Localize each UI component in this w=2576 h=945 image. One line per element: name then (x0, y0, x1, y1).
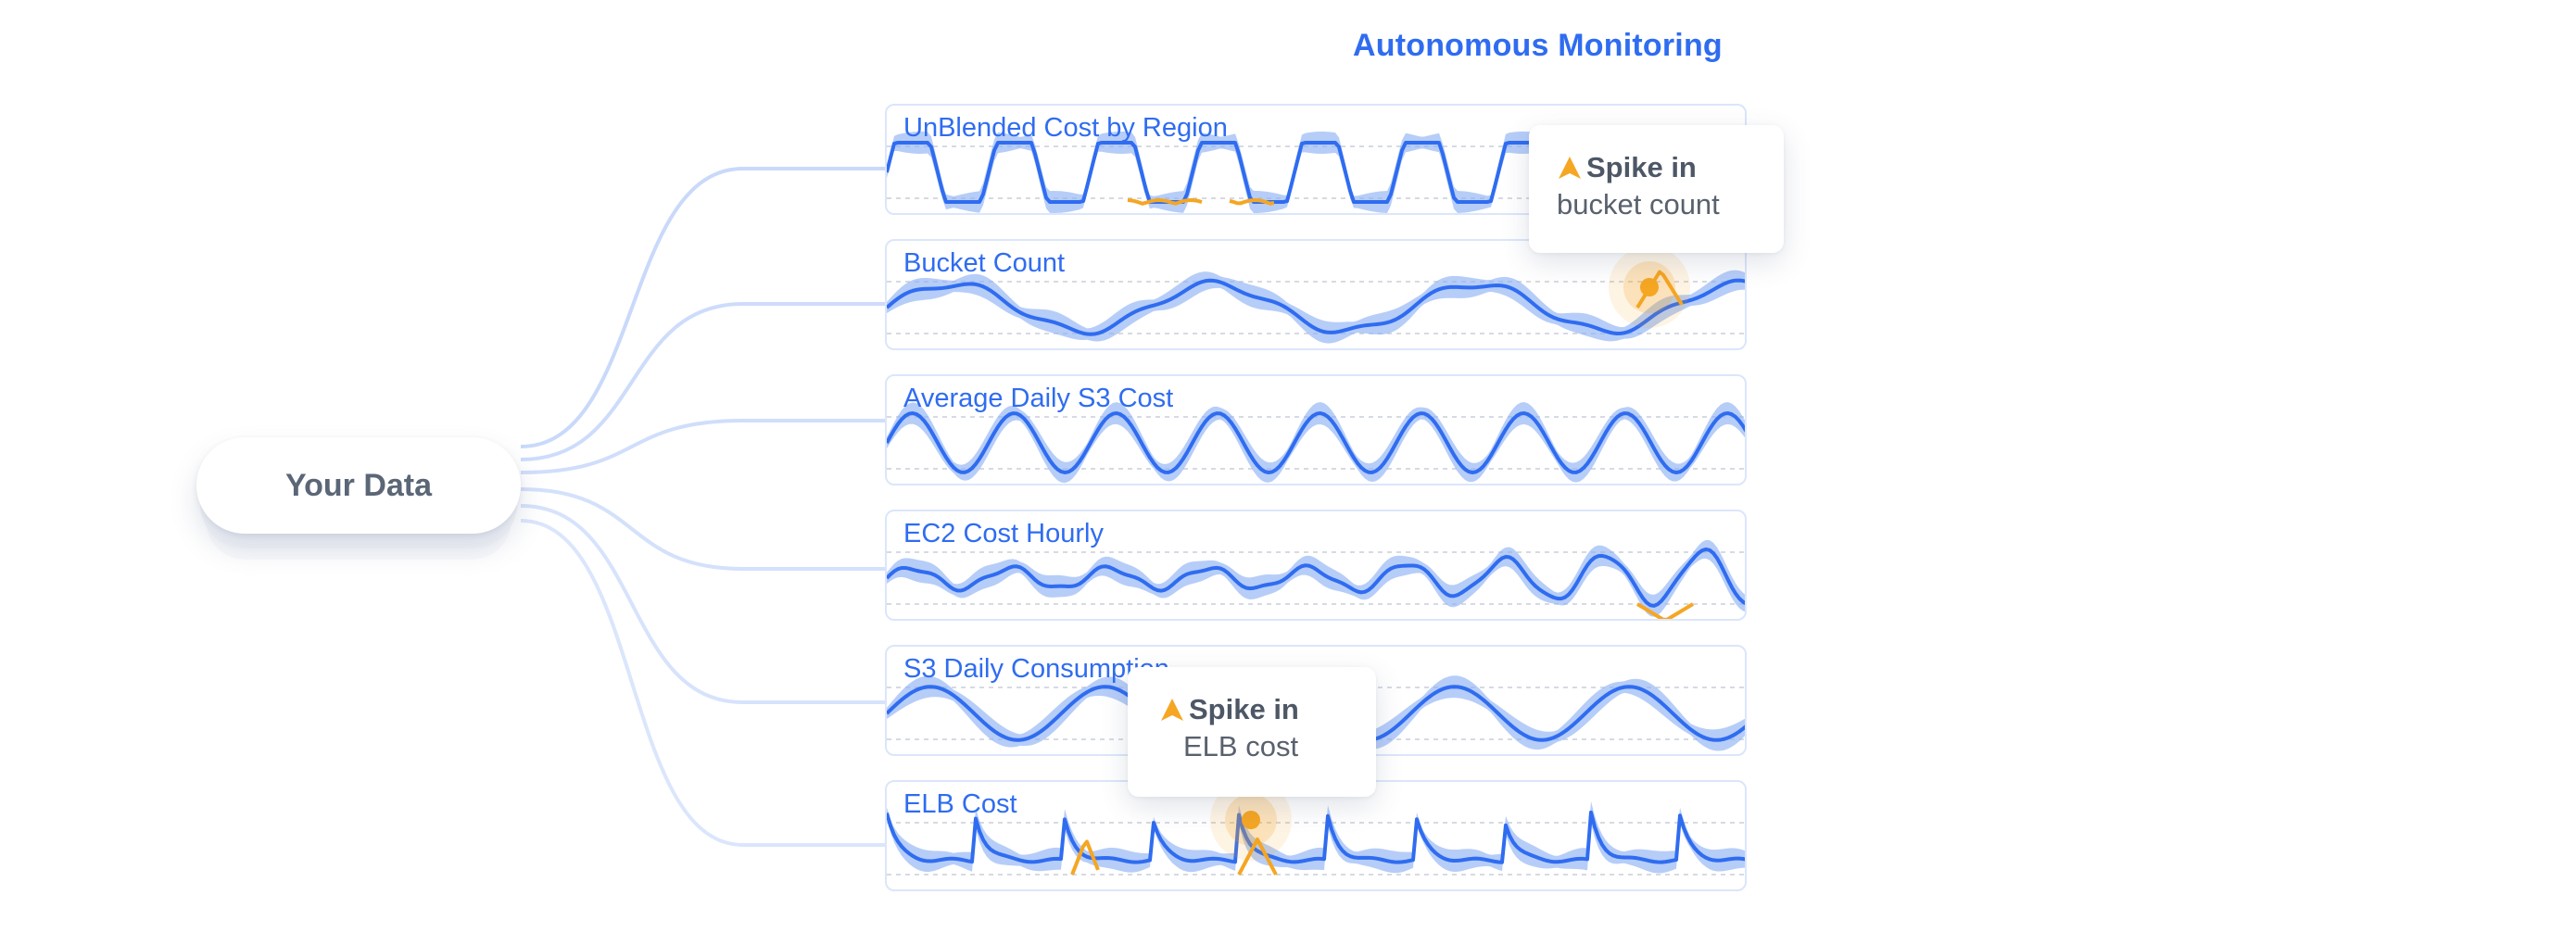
anomaly-line (1127, 198, 1203, 206)
panel-title: S3 Daily Consumption (903, 654, 1169, 684)
callout-title: Spike in (1189, 693, 1299, 725)
connector-line (520, 519, 885, 847)
series-line (887, 278, 1745, 336)
callout-title: Spike in (1586, 151, 1697, 183)
callout-detail: ELB cost (1183, 730, 1299, 762)
expected-range-band (887, 270, 1745, 344)
metric-panel-average-daily-s3: Average Daily S3 Cost (885, 374, 1747, 485)
panel-title: UnBlended Cost by Region (903, 113, 1228, 143)
connector-line (520, 167, 885, 448)
connector-line (520, 487, 885, 571)
anomaly-marker (1210, 779, 1292, 861)
anomaly-callout-elb-cost: Spike in ELB cost (1128, 667, 1376, 797)
metric-panel-elb-cost: ELB Cost (885, 780, 1747, 891)
panel-title: ELB Cost (903, 789, 1017, 819)
panel-chart (887, 800, 1745, 876)
panel-title: EC2 Cost Hourly (903, 519, 1104, 548)
data-source-node: Your Data (196, 437, 521, 534)
series-line (887, 411, 1745, 474)
panel-chart (887, 402, 1745, 484)
panel-chart (887, 270, 1745, 344)
connector-line (520, 419, 885, 474)
panel-title: Average Daily S3 Cost (903, 384, 1174, 413)
section-heading: Autonomous Monitoring (1353, 28, 1723, 63)
callout-detail: bucket count (1557, 188, 1720, 220)
arrow-up-icon (1559, 157, 1581, 179)
panel-chart (887, 539, 1745, 619)
connector-line (520, 302, 885, 461)
metric-panel-ec2-cost: EC2 Cost Hourly (885, 510, 1747, 621)
expected-range-band (887, 539, 1745, 617)
metric-panel-bucket-count: Bucket Count (885, 239, 1747, 350)
series-line (887, 810, 1745, 864)
panel-title: Bucket Count (903, 248, 1066, 278)
anomaly-line (1237, 838, 1278, 876)
anomaly-callout-bucket-count: Spike in bucket count (1529, 125, 1784, 253)
anomaly-line (1635, 602, 1695, 619)
series-line (887, 547, 1745, 608)
anomaly-marker (1609, 246, 1690, 328)
anomaly-line (1070, 839, 1100, 876)
arrow-up-icon (1161, 699, 1183, 721)
connector-line (520, 504, 885, 704)
anomaly-line (1229, 198, 1275, 206)
anomaly-line (1635, 270, 1684, 309)
data-source-label: Your Data (284, 467, 433, 503)
